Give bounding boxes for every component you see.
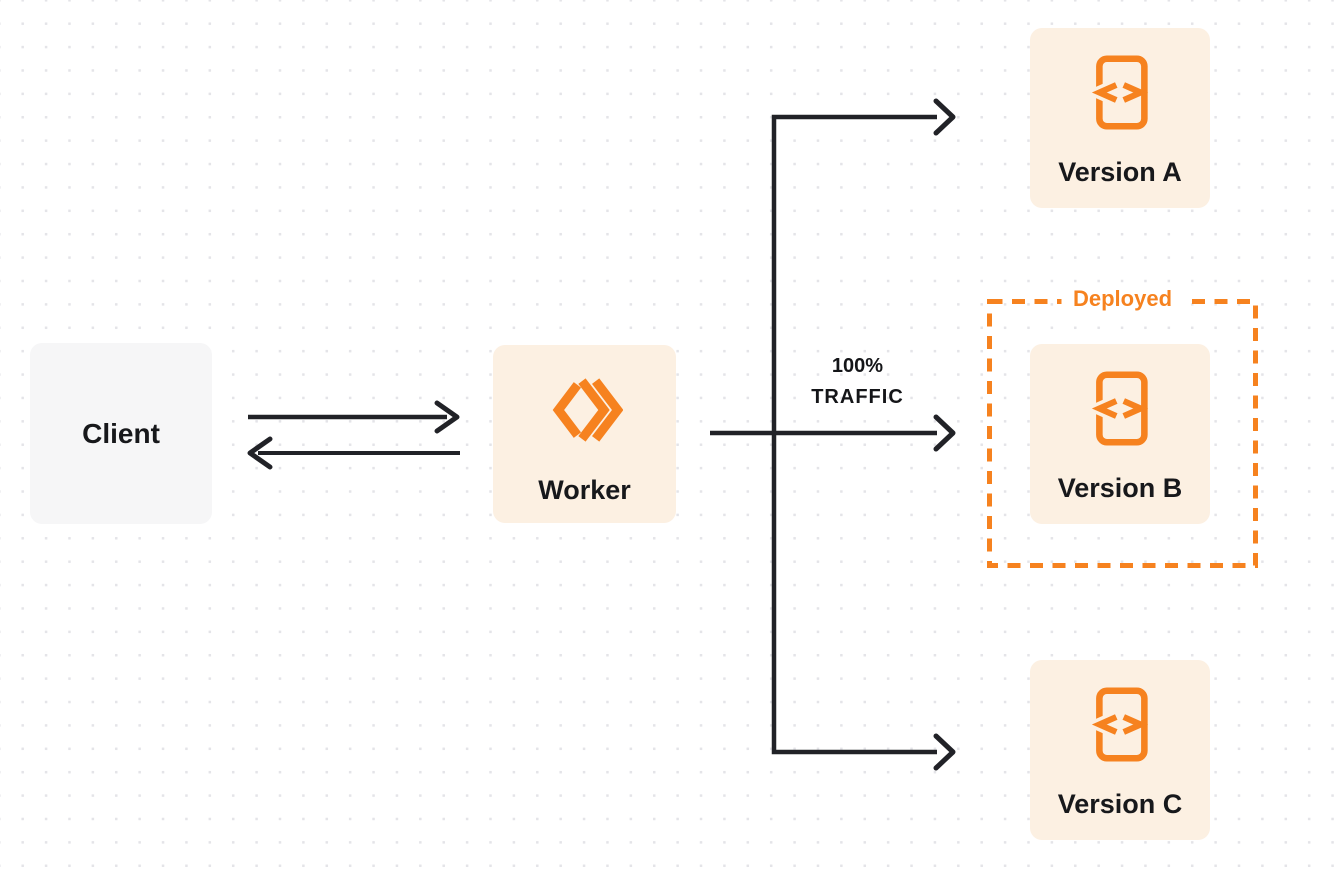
code-document-icon [1090, 371, 1150, 446]
request-arrow [248, 400, 460, 434]
version-a-label: Version A [1058, 157, 1182, 187]
deployed-region: Deployed [987, 286, 1258, 568]
traffic-percent: 100% [831, 355, 884, 377]
arrowhead-version-c [933, 733, 956, 771]
deployed-dashed-border [987, 299, 1258, 568]
version-a-node: Version A [1030, 28, 1210, 208]
version-c-node: Version C [1030, 660, 1210, 840]
arrowhead-version-a [933, 98, 956, 136]
code-document-icon [1090, 55, 1150, 130]
arrowhead-version-b [933, 414, 956, 452]
deployed-label: Deployed [1060, 286, 1185, 312]
cloudflare-workers-icon [547, 372, 623, 448]
response-arrow [247, 436, 460, 470]
worker-label: Worker [538, 475, 631, 505]
version-b-node: Version B [1030, 344, 1210, 524]
version-c-label: Version C [1057, 789, 1183, 819]
client-node: Client [30, 343, 212, 524]
code-document-icon [1090, 687, 1150, 762]
routing-trunk [710, 98, 956, 771]
traffic-word: TRAFFIC [811, 386, 904, 408]
worker-node: Worker [493, 345, 676, 523]
version-b-label: Version B [1057, 473, 1183, 503]
client-label: Client [82, 417, 160, 449]
traffic-label: 100% TRAFFIC [775, 351, 940, 413]
